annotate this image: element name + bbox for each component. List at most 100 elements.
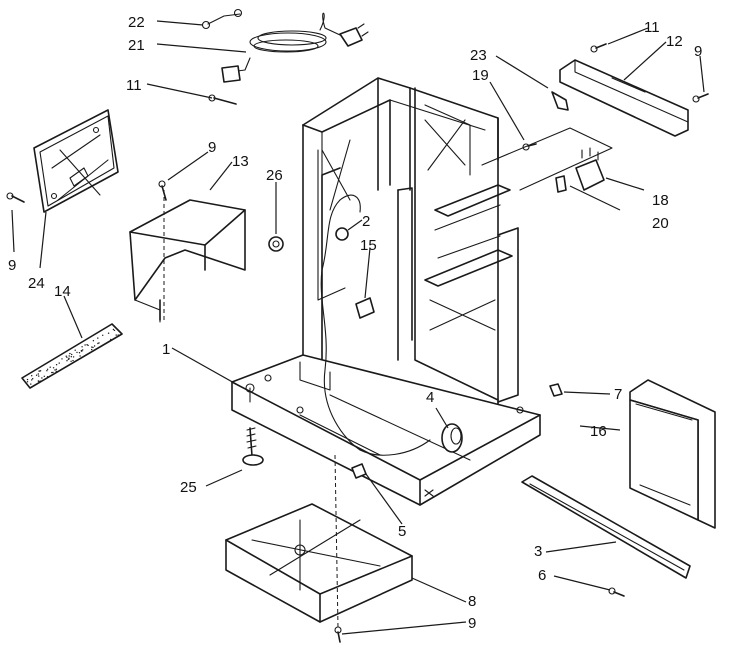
callout-13: 13: [232, 153, 249, 170]
callout-7: 7: [614, 386, 622, 403]
switch-assembly: [481, 91, 613, 193]
insulation-speckle: [46, 368, 49, 370]
insulation-speckle: [26, 381, 29, 383]
callout-18: 18: [652, 192, 669, 209]
bottom-rail: [521, 475, 691, 579]
insulation-speckle: [52, 367, 55, 369]
insulation-speckle: [93, 345, 96, 347]
callout-14: 14: [54, 283, 71, 300]
insulation-speckle: [112, 328, 115, 331]
base-pan: [225, 454, 413, 629]
insulation-speckle: [68, 355, 70, 357]
callout-16: 16: [590, 423, 607, 440]
insulation-speckle: [32, 378, 34, 380]
callout-22: 22: [128, 14, 145, 31]
callout-3: 3: [534, 543, 542, 560]
insulation-speckle: [55, 368, 58, 370]
callout-9: 9: [468, 615, 476, 632]
insulation-speckle: [26, 378, 29, 381]
insulation-speckle: [66, 360, 68, 362]
insulation-speckle: [72, 359, 74, 362]
insulation-speckle: [46, 370, 48, 372]
callout-labels: 22 21 11 9 13 26 2 15 9 24 14 1 25 23 19…: [8, 14, 702, 632]
callout-23: 23: [470, 47, 487, 64]
right-panel: [629, 379, 716, 529]
callout-9: 9: [208, 139, 216, 156]
callout-21: 21: [128, 37, 145, 54]
insulation-speckle: [97, 342, 99, 345]
callout-12: 12: [666, 33, 683, 50]
top-rail: [559, 59, 689, 137]
insulation-speckle: [91, 346, 93, 348]
insulation-speckle: [67, 358, 70, 360]
callout-25: 25: [180, 479, 197, 496]
insulation-speckle: [78, 352, 81, 354]
insulation-speckle: [58, 362, 60, 364]
left-side-panel: [33, 109, 119, 213]
insulation-speckle: [81, 346, 83, 348]
callout-8: 8: [468, 593, 476, 610]
callout-2: 2: [362, 213, 370, 230]
insulation-speckle: [91, 348, 93, 351]
bracket-shield: [129, 190, 246, 323]
insulation-speckle: [30, 383, 32, 385]
cabinet-frame: [231, 77, 541, 506]
insulation-speckle: [97, 337, 99, 339]
insulation-speckle: [70, 356, 73, 358]
insulation-speckle: [31, 379, 33, 381]
insulation-strip: [21, 323, 123, 389]
insulation-speckle: [43, 375, 45, 377]
insulation-speckle: [115, 334, 117, 336]
callout-19: 19: [472, 67, 489, 84]
callout-15: 15: [360, 237, 377, 254]
insulation-speckle: [92, 346, 94, 349]
insulation-speckle: [54, 369, 56, 371]
insulation-speckle: [31, 375, 33, 377]
screws: [6, 43, 709, 643]
insulation-speckle: [84, 344, 86, 346]
callout-6: 6: [538, 567, 546, 584]
insulation-speckle: [55, 370, 57, 372]
insulation-speckle: [41, 377, 43, 379]
insulation-speckle: [55, 364, 58, 366]
insulation-speckle: [76, 351, 78, 354]
insulation-speckle: [110, 338, 112, 341]
insulation-speckle: [39, 380, 41, 382]
insulation-speckle: [71, 353, 73, 356]
insulation-speckle: [35, 374, 38, 376]
small-parts: [242, 227, 563, 479]
callout-9: 9: [694, 43, 702, 60]
insulation-speckle: [69, 352, 71, 355]
callout-9: 9: [8, 257, 16, 274]
callout-26: 26: [266, 167, 283, 184]
insulation-speckle: [113, 329, 116, 332]
insulation-speckle: [72, 356, 75, 358]
insulation-speckle: [37, 373, 39, 375]
insulation-speckle: [66, 356, 68, 358]
insulation-speckle: [74, 349, 76, 351]
callout-20: 20: [652, 215, 669, 232]
callout-5: 5: [398, 523, 406, 540]
callout-4: 4: [426, 389, 434, 406]
insulation-speckle: [38, 380, 40, 382]
insulation-speckle: [107, 332, 110, 334]
insulation-speckle: [46, 376, 49, 378]
insulation-speckle: [117, 334, 119, 336]
insulation-speckle: [92, 340, 95, 342]
insulation-speckle: [65, 355, 67, 357]
insulation-speckle: [82, 349, 84, 351]
insulation-speckle: [68, 357, 70, 359]
insulation-speckle: [70, 360, 72, 362]
insulation-speckle: [102, 334, 104, 336]
insulation-speckle: [81, 350, 83, 352]
insulation-speckle: [38, 375, 40, 377]
callout-24: 24: [28, 275, 45, 292]
insulation-speckle: [38, 370, 40, 372]
leader-lines: [11, 20, 705, 635]
insulation-speckle: [52, 371, 54, 374]
callout-11: 11: [126, 77, 142, 94]
insulation-speckle: [86, 344, 88, 346]
callout-1: 1: [162, 341, 170, 358]
insulation-speckle: [87, 344, 89, 347]
